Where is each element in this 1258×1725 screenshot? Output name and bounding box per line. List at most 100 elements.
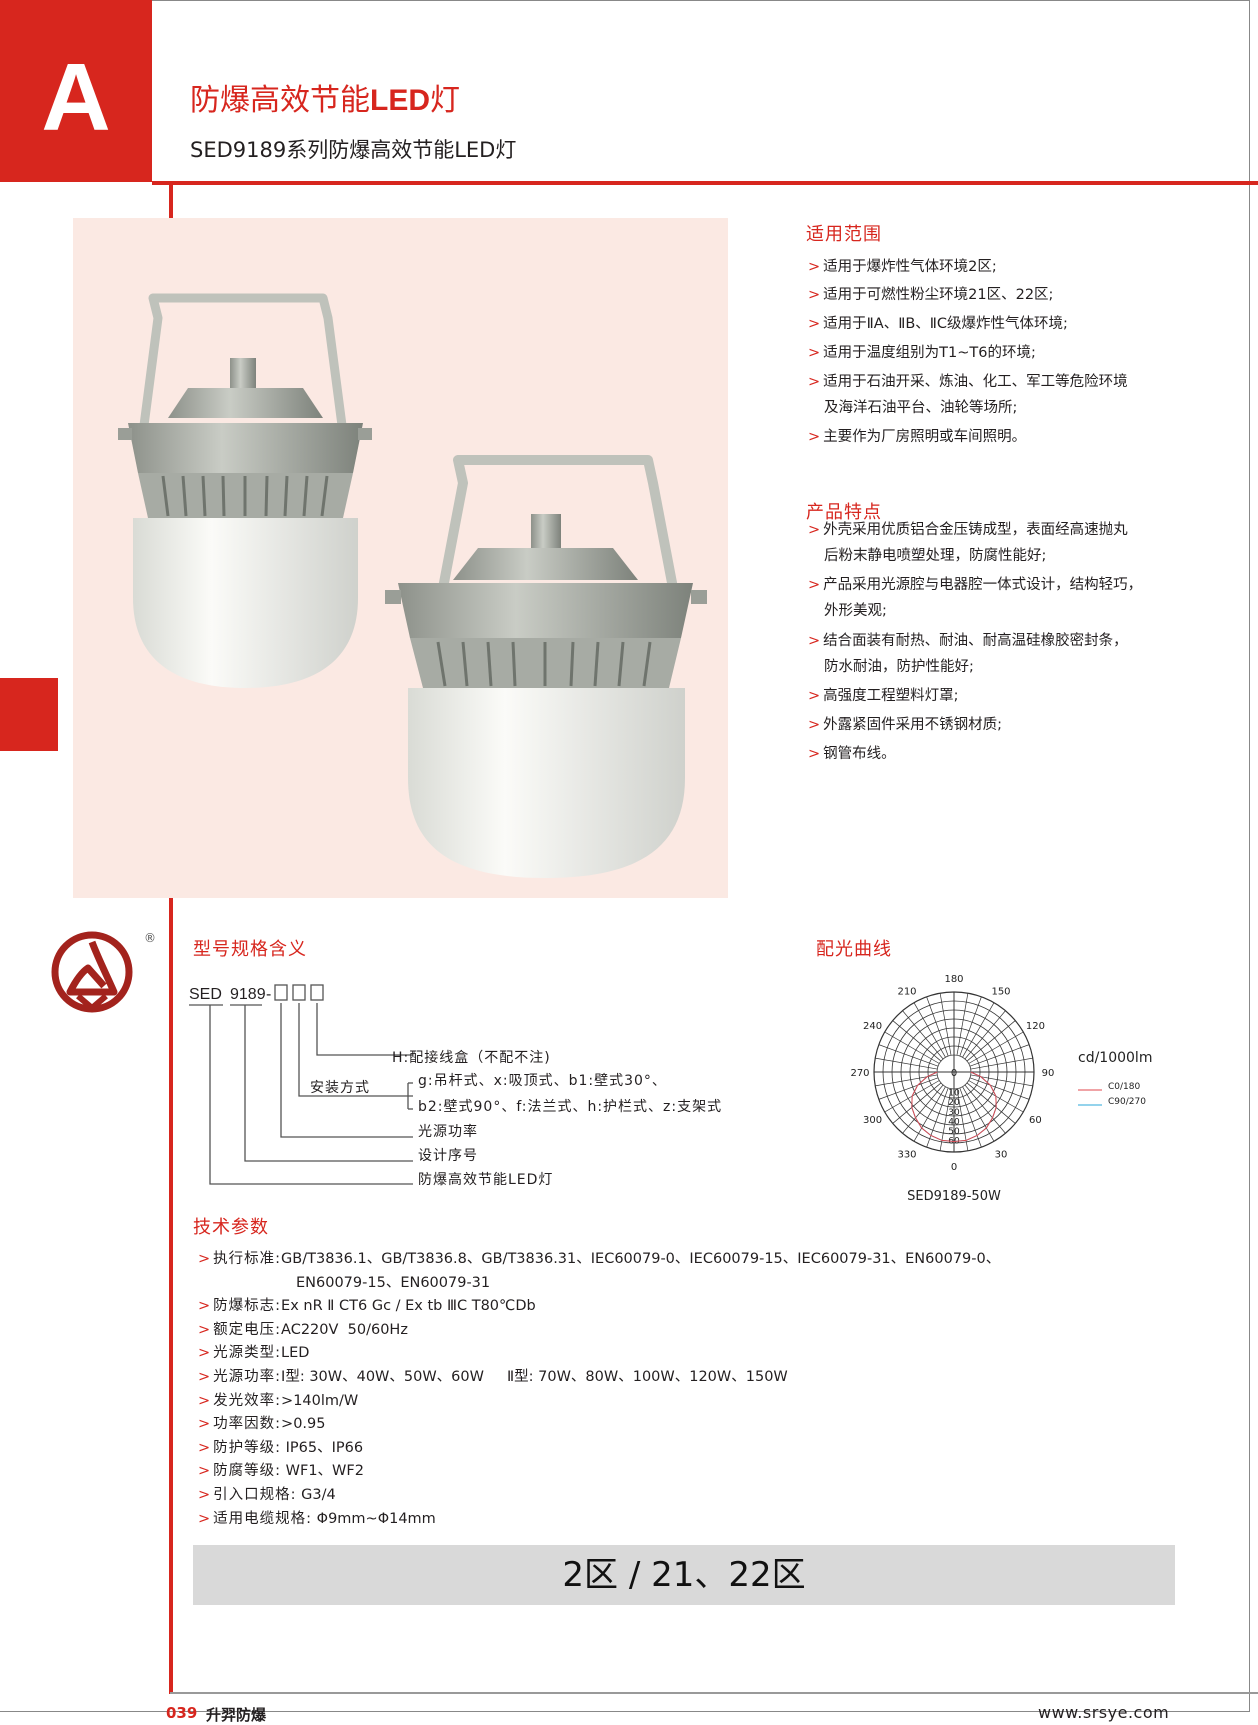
bullet-icon: >	[808, 688, 821, 704]
tech-param-label: 光源功率:	[213, 1369, 282, 1385]
grid-spoke	[939, 993, 952, 1056]
list-item-text: 外露紧固件采用不锈钢材质;	[823, 717, 1003, 733]
grid-spoke	[962, 1002, 995, 1058]
bullet-icon: >	[198, 1416, 211, 1433]
list-item-text: 高强度工程塑料灯罩;	[823, 688, 959, 704]
ring-label: 50	[948, 1127, 960, 1137]
bullet-icon: >	[198, 1463, 211, 1480]
bullet-icon: >	[198, 1369, 211, 1385]
bullet-icon: >	[198, 1510, 211, 1527]
model-heading: 型号规格含义	[193, 939, 307, 960]
product-photo	[73, 218, 728, 898]
list-item-text: 适用于爆炸性气体环境2区;	[823, 259, 997, 275]
list-item-text: 产品采用光源腔与电器腔一体式设计，结构轻巧，	[823, 577, 1143, 593]
legend-label: C90/270	[1108, 1097, 1146, 1107]
model-label-mount: 安装方式	[310, 1080, 370, 1096]
tech-param-value: Ⅰ型: 30W、40W、50W、60W Ⅱ型: 70W、80W、100W、120…	[281, 1369, 788, 1385]
title-text: 防爆高效节能	[190, 83, 370, 118]
angle-label: 150	[991, 987, 1010, 998]
grid-spoke	[884, 1031, 940, 1064]
list-item-text: 适用于温度组别为T1~T6的环境;	[823, 345, 1036, 361]
side-marker	[0, 678, 58, 751]
legend-label: C0/180	[1108, 1082, 1140, 1092]
angle-label: 240	[863, 1021, 882, 1032]
header-divider	[152, 181, 1258, 185]
list-item-text: 钢管布线。	[823, 746, 896, 762]
bullet-icon: >	[198, 1345, 211, 1362]
bullet-icon: >	[808, 429, 821, 445]
tech-param-value: Ex nR Ⅱ CT6 Gc / Ex tb ⅢC T80℃Db	[281, 1298, 536, 1315]
tech-param-row: >适用电缆规格: Φ9mm~Φ14mm	[198, 1510, 436, 1527]
model-label-mount-1: g:吊杆式、x:吸顶式、b1:壁式30°、	[418, 1073, 667, 1089]
list-item-text: 外壳采用优质铝合金压铸成型，表面经高速抛丸	[823, 522, 1128, 538]
bullet-icon: >	[808, 374, 821, 390]
list-item: >适用于石油开采、炼油、化工、军工等危险环境	[808, 375, 1128, 390]
tech-param-label: 额定电压:	[213, 1321, 282, 1338]
list-item: 防水耐油，防护性能好;	[808, 660, 974, 675]
grid-spoke	[892, 1020, 942, 1062]
angle-label: 60	[1029, 1115, 1042, 1126]
registered-mark: ®	[144, 931, 156, 945]
list-item: >适用于爆炸性气体环境2区;	[808, 260, 997, 275]
chart-title: 配光曲线	[816, 939, 892, 960]
model-label-mount-2: b2:壁式90°、f:法兰式、h:护栏式、z:支架式	[418, 1099, 723, 1115]
section-tab	[0, 0, 152, 182]
tech-param-label: 防腐等级:	[213, 1463, 282, 1480]
grid-spoke	[926, 1087, 949, 1148]
brand-logo: ®	[51, 931, 156, 1013]
grid-spoke	[913, 1086, 946, 1142]
tech-param-row: >发光效率:>140lm/W	[198, 1392, 358, 1409]
ring-label: 20	[948, 1098, 960, 1108]
model-label-power: 光源功率	[418, 1124, 478, 1140]
bullet-icon: >	[808, 577, 821, 593]
list-item: >适用于可燃性粉尘环境21区、22区;	[808, 288, 1053, 303]
tech-param-value: G3/4	[296, 1487, 336, 1503]
polar-chart: 1801501209060300330300270240210010203040…	[850, 974, 1152, 1200]
bullet-icon: >	[198, 1298, 211, 1315]
model-dash: -	[266, 986, 271, 1003]
grid-spoke	[964, 1010, 1006, 1060]
footer-url[interactable]: www.srsye.com	[1038, 1703, 1170, 1722]
tech-param-row: >防爆标志:Ex nR Ⅱ CT6 Gc / Ex tb ⅢC T80℃Db	[198, 1299, 536, 1314]
footer-divider	[170, 1692, 1258, 1694]
tech-param-label: 防护等级:	[213, 1439, 282, 1456]
list-item: >适用于温度组别为T1~T6的环境;	[808, 346, 1036, 361]
list-item: >钢管布线。	[808, 747, 896, 762]
tech-param-value: >0.95	[281, 1416, 326, 1433]
list-item: >外壳采用优质铝合金压铸成型，表面经高速抛丸	[808, 523, 1128, 538]
bullet-icon: >	[198, 1251, 211, 1267]
list-item: >高强度工程塑料灯罩;	[808, 689, 959, 704]
tech-param-row: >功率因数:>0.95	[198, 1417, 325, 1432]
list-item-text: 适用于可燃性粉尘环境21区、22区;	[823, 287, 1054, 303]
page-subtitle: SED9189系列防爆高效节能LED灯	[190, 138, 517, 162]
page-title: 防爆高效节能LED灯	[190, 86, 460, 116]
angle-label: 180	[944, 974, 963, 985]
angle-label: 270	[850, 1068, 869, 1079]
tech-param-label: 发光效率:	[213, 1392, 282, 1409]
bullet-icon: >	[198, 1487, 211, 1503]
bullet-icon: >	[808, 287, 821, 303]
bullet-icon: >	[198, 1321, 211, 1338]
tech-param-value: AC220V 50/60Hz	[281, 1321, 408, 1338]
tech-param-value: LED	[281, 1345, 310, 1362]
ring-label: 40	[948, 1117, 960, 1127]
series-curve-C0-180	[911, 1071, 997, 1142]
tech-param-row: >防腐等级: WF1、WF2	[198, 1464, 364, 1479]
grid-spoke	[968, 1031, 1024, 1064]
list-item: >结合面装有耐热、耐油、耐高温硅橡胶密封条，	[808, 634, 1128, 649]
list-item-text: 外形美观;	[824, 603, 887, 619]
tech-param-label: 防爆标志:	[213, 1298, 282, 1315]
angle-label: 0	[951, 1162, 957, 1173]
center-label: 0	[951, 1068, 957, 1079]
list-item-text: 适用于ⅡA、ⅡB、ⅡC级爆炸性气体环境;	[823, 316, 1068, 332]
grid-spoke	[959, 1087, 982, 1148]
tech-param-label: 引入口规格:	[213, 1487, 297, 1503]
tech-param-row: >光源类型:LED	[198, 1346, 309, 1361]
model-diagram: SED 9189 -	[189, 984, 413, 1185]
grid-spoke	[902, 1084, 944, 1134]
bullet-icon: >	[198, 1392, 211, 1409]
grid-spoke	[926, 996, 949, 1057]
ring-label: 10	[948, 1089, 960, 1099]
grid-spoke	[959, 996, 982, 1057]
